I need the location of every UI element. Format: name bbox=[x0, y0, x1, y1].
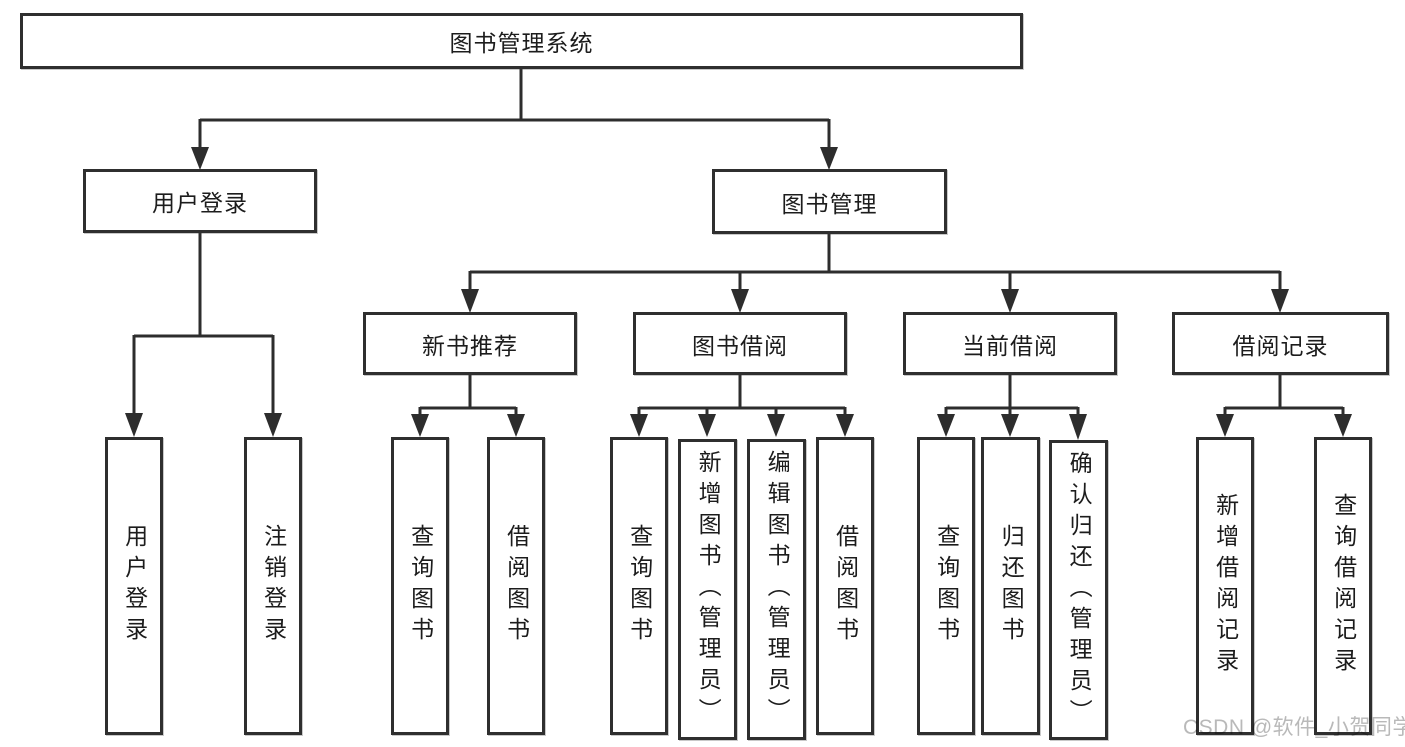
node-borrowing-records-label: 借阅记录 bbox=[1232, 332, 1329, 359]
arrow-down-icon bbox=[1069, 414, 1087, 440]
leaf-recommend-borrow-books: 借阅图书 bbox=[487, 437, 545, 735]
arrow-down-icon bbox=[731, 289, 749, 313]
node-new-book-recommend: 新书推荐 bbox=[363, 312, 577, 375]
node-new-book-recommend-label: 新书推荐 bbox=[422, 332, 518, 359]
arrow-down-icon bbox=[411, 414, 429, 437]
arrow-down-icon bbox=[264, 413, 282, 437]
leaf-return-books-label: 归还图书 bbox=[998, 524, 1025, 648]
connector-new-book-recommend-to-leaves bbox=[411, 375, 525, 437]
arrow-down-icon bbox=[1001, 289, 1019, 313]
node-book-borrowing: 图书借阅 bbox=[633, 312, 847, 375]
connector-user-login-to-leaves bbox=[125, 233, 282, 437]
leaf-confirm-return-admin: 确认归还（管理员） bbox=[1049, 440, 1108, 740]
node-book-management-label: 图书管理 bbox=[781, 190, 878, 217]
arrow-down-icon bbox=[507, 414, 525, 437]
leaf-current-query-books-label: 查询图书 bbox=[933, 524, 960, 648]
leaf-add-books-admin-label: 新增图书（管理员） bbox=[695, 450, 722, 729]
watermark: CSDN @软件_小贺同学 bbox=[1183, 711, 1405, 741]
leaf-return-books: 归还图书 bbox=[981, 437, 1040, 735]
arrow-down-icon bbox=[1271, 289, 1289, 313]
leaf-edit-books-admin-label: 编辑图书（管理员） bbox=[764, 450, 791, 729]
node-book-borrowing-label: 图书借阅 bbox=[692, 332, 788, 359]
arrow-down-icon bbox=[1334, 414, 1352, 437]
leaf-borrow-books: 借阅图书 bbox=[816, 437, 874, 735]
node-user-login-label: 用户登录 bbox=[152, 190, 248, 216]
node-root-label: 图书管理系统 bbox=[449, 30, 594, 56]
connector-root-to-level2 bbox=[191, 69, 838, 170]
leaf-borrowing-query-books: 查询图书 bbox=[610, 437, 668, 735]
leaf-user-login-label: 用户登录 bbox=[121, 524, 148, 648]
arrow-down-icon bbox=[1216, 414, 1234, 437]
leaf-recommend-borrow-books-label: 借阅图书 bbox=[503, 524, 530, 648]
connector-book-management-to-level3 bbox=[461, 234, 1289, 313]
arrow-down-icon bbox=[820, 147, 838, 170]
node-user-login: 用户登录 bbox=[83, 169, 317, 233]
node-book-management: 图书管理 bbox=[712, 169, 947, 234]
leaf-logout: 注销登录 bbox=[244, 437, 302, 735]
node-root: 图书管理系统 bbox=[20, 13, 1023, 69]
arrow-down-icon bbox=[125, 413, 143, 437]
leaf-borrow-books-label: 借阅图书 bbox=[832, 524, 859, 648]
watermark-text: CSDN @软件_小贺同学 bbox=[1183, 716, 1405, 739]
node-current-borrowing-label: 当前借阅 bbox=[962, 332, 1058, 359]
connector-current-borrowing-to-leaves bbox=[937, 375, 1087, 440]
arrow-down-icon bbox=[937, 414, 955, 437]
node-borrowing-records: 借阅记录 bbox=[1172, 312, 1389, 375]
node-current-borrowing: 当前借阅 bbox=[903, 312, 1117, 375]
leaf-add-books-admin: 新增图书（管理员） bbox=[678, 439, 737, 740]
leaf-query-borrow-record: 查询借阅记录 bbox=[1314, 437, 1372, 735]
arrow-down-icon bbox=[1001, 414, 1019, 437]
leaf-query-borrow-record-label: 查询借阅记录 bbox=[1330, 493, 1357, 679]
arrow-down-icon bbox=[461, 289, 479, 313]
leaf-recommend-query-books: 查询图书 bbox=[391, 437, 449, 735]
leaf-edit-books-admin: 编辑图书（管理员） bbox=[747, 439, 806, 740]
arrow-down-icon bbox=[836, 414, 854, 437]
leaf-confirm-return-admin-label: 确认归还（管理员） bbox=[1066, 450, 1093, 730]
leaf-add-borrow-record-label: 新增借阅记录 bbox=[1212, 493, 1239, 679]
connector-book-borrowing-to-leaves bbox=[630, 375, 854, 437]
leaf-borrowing-query-books-label: 查询图书 bbox=[626, 524, 653, 648]
leaf-recommend-query-books-label: 查询图书 bbox=[407, 524, 434, 648]
leaf-logout-label: 注销登录 bbox=[260, 524, 287, 648]
connector-borrowing-records-to-leaves bbox=[1216, 375, 1352, 437]
arrow-down-icon bbox=[191, 147, 209, 170]
leaf-current-query-books: 查询图书 bbox=[917, 437, 975, 735]
arrow-down-icon bbox=[630, 414, 648, 437]
leaf-user-login: 用户登录 bbox=[105, 437, 163, 735]
arrow-down-icon bbox=[767, 414, 785, 437]
leaf-add-borrow-record: 新增借阅记录 bbox=[1196, 437, 1254, 735]
arrow-down-icon bbox=[698, 414, 716, 437]
